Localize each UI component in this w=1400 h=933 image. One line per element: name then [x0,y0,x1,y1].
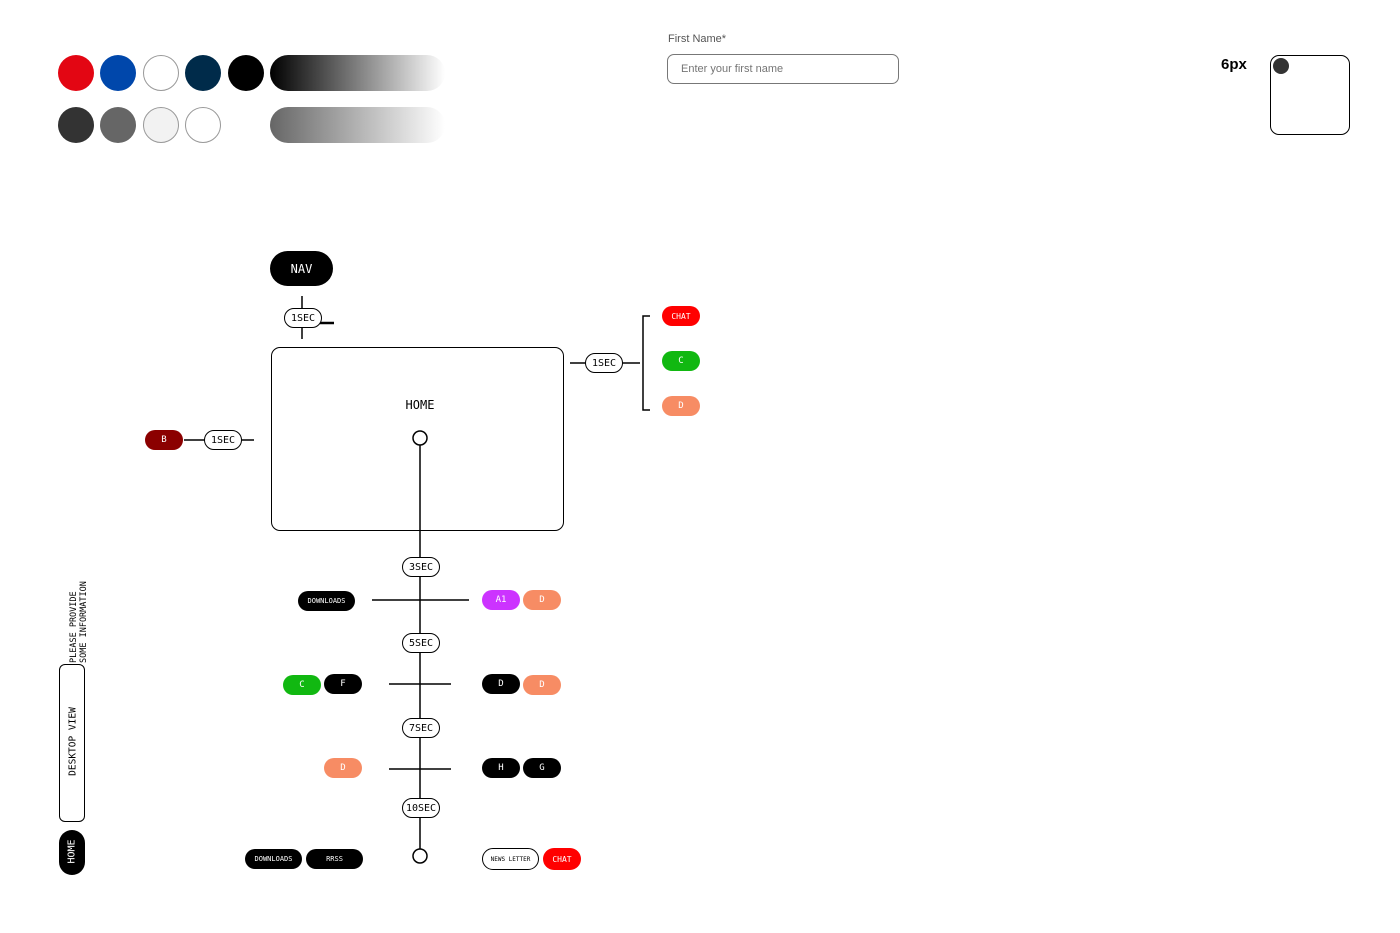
tag-downloads: DOWNLOADS [245,849,302,869]
swatch-blue [100,55,136,91]
swatch-dark-gray [58,107,94,143]
gradient-black-white [270,55,445,91]
swatch-mid-gray [100,107,136,143]
tag-c: C [283,675,321,695]
desktop-view-label: DESKTOP VIEW [67,707,79,776]
tag-rrss: RRSS [306,849,363,869]
radius-label: 6px [1221,56,1247,73]
home-screen-box [271,347,564,531]
tag-f: F [324,674,362,694]
swatch-navy [185,55,221,91]
radius-dot [1273,58,1289,74]
first-name-label: First Name* [668,33,727,45]
timer-7sec: 7SEC [402,718,440,738]
info-text-line2: SOME INFORMATION [79,581,89,663]
tag-d: D [324,758,362,778]
tag-downloads: DOWNLOADS [298,591,355,611]
home-tab[interactable]: HOME [59,830,85,875]
tag-g: G [523,758,561,778]
tag-d: D [523,590,561,610]
tag-d: D [482,674,520,694]
desktop-view-tab[interactable]: DESKTOP VIEW [59,664,85,822]
timer-top: 1SEC [284,308,322,328]
radius-demo-box [1270,55,1350,135]
tag-newsletter: NEWS LETTER [482,848,539,870]
swatch-light-gray [143,107,179,143]
tag-chat: CHAT [543,848,581,870]
tag-h: H [482,758,520,778]
first-name-input[interactable] [667,54,899,84]
home-screen-label: HOME [405,398,435,412]
tag-chat: CHAT [662,306,700,326]
info-text-line1: PLEASE PROVIDE [69,591,79,663]
tag-d: D [523,675,561,695]
home-tab-label: HOME [66,839,78,864]
nav-node: NAV [270,251,333,286]
tag-d: D [662,396,700,416]
gradient-gray-white [270,107,445,143]
tag-a1: A1 [482,590,520,610]
timer-left: 1SEC [204,430,242,450]
tag-c: C [662,351,700,371]
tag-b: B [145,430,183,450]
timer-5sec: 5SEC [402,633,440,653]
timer-10sec: 10SEC [402,798,440,818]
swatch-red [58,55,94,91]
swatch-black [228,55,264,91]
swatch-white [143,55,179,91]
info-text: PLEASE PROVIDE SOME INFORMATION [30,581,118,663]
timer-3sec: 3SEC [402,557,440,577]
swatch-white-2 [185,107,221,143]
timer-right: 1SEC [585,353,623,373]
